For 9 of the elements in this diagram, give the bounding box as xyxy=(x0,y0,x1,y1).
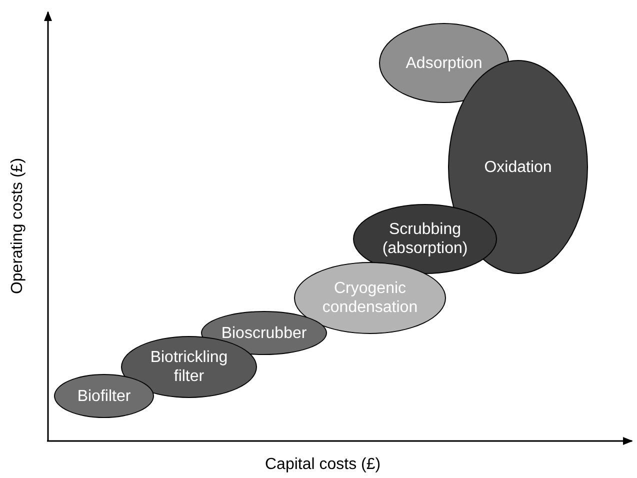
region-label: Cryogenic condensation xyxy=(321,279,419,317)
region-label: Adsorption xyxy=(406,54,482,72)
region-label: Bioscrubber xyxy=(221,324,307,342)
region-label: Oxidation xyxy=(484,158,552,176)
x-axis-title: Capital costs (£) xyxy=(265,456,381,474)
region-label: Biotrickling filter xyxy=(149,348,229,386)
region-label: Scrubbing (absorption) xyxy=(381,220,469,258)
region-label: Biofilter xyxy=(77,386,131,406)
y-axis-title: Operating costs (£) xyxy=(9,158,28,294)
